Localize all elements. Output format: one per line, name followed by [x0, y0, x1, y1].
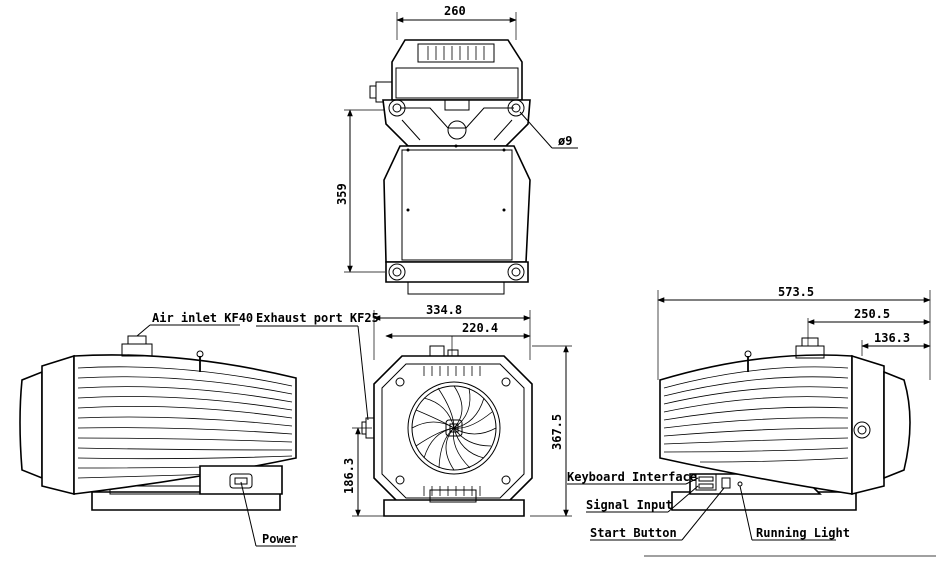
label-running-light: Running Light: [756, 526, 850, 540]
label-signal-input: Signal Input: [586, 498, 673, 512]
dim-front-axis-height: 186.3: [342, 458, 356, 494]
label-power: Power: [262, 532, 298, 546]
dim-front-width: 334.8: [426, 303, 462, 317]
dim-side-length: 573.5: [778, 285, 814, 299]
dim-side-short: 136.3: [874, 331, 910, 345]
dim-front-inner-width: 220.4: [462, 321, 498, 335]
left-side-view: Air inlet KF40 Power: [19, 311, 298, 547]
right-side-view: 573.5 250.5 136.3: [567, 285, 936, 557]
label-exhaust-port: Exhaust port KF25: [256, 311, 379, 325]
dim-top-hole: ø9: [558, 134, 572, 148]
top-view: 260: [335, 4, 578, 295]
front-view: 334.8 220.4: [256, 303, 572, 517]
dim-top-width: 260: [444, 4, 466, 18]
label-keyboard-interface: Keyboard Interface: [567, 470, 697, 484]
dim-front-height: 367.5: [550, 414, 564, 450]
label-start-button: Start Button: [590, 526, 677, 540]
dim-side-mid: 250.5: [854, 307, 890, 321]
label-air-inlet: Air inlet KF40: [152, 311, 253, 325]
dim-top-height: 359: [335, 183, 349, 205]
